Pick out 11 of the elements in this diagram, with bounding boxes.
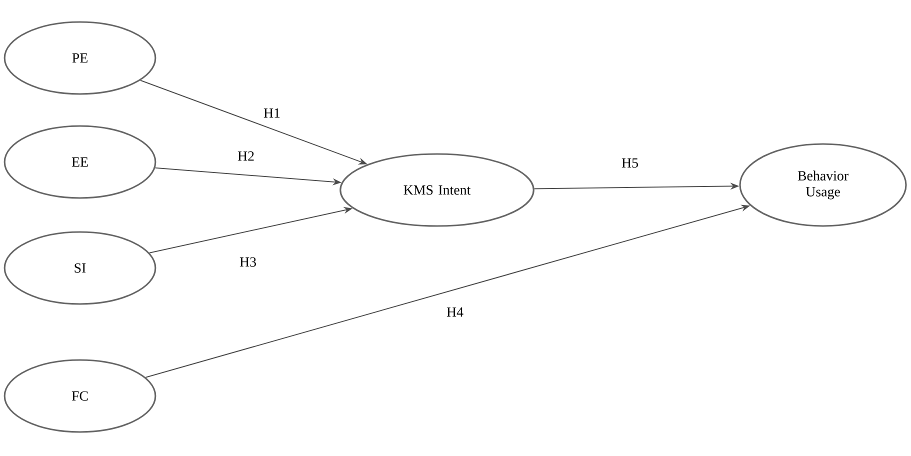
- edge-label: H3: [238, 256, 258, 268]
- ellipse-node: Behavior Usage: [739, 143, 907, 227]
- edge-label: H2: [236, 150, 256, 162]
- edge-label: H5: [620, 157, 640, 169]
- ellipse-node: KMS Intent: [340, 153, 534, 227]
- ellipse-node: PE: [4, 21, 156, 95]
- edge-label: H1: [262, 107, 282, 119]
- ellipse-node: EE: [4, 125, 156, 199]
- edge-label: H4: [445, 306, 465, 318]
- ellipse-node: SI: [4, 231, 156, 305]
- ellipse-node: FC: [4, 359, 156, 433]
